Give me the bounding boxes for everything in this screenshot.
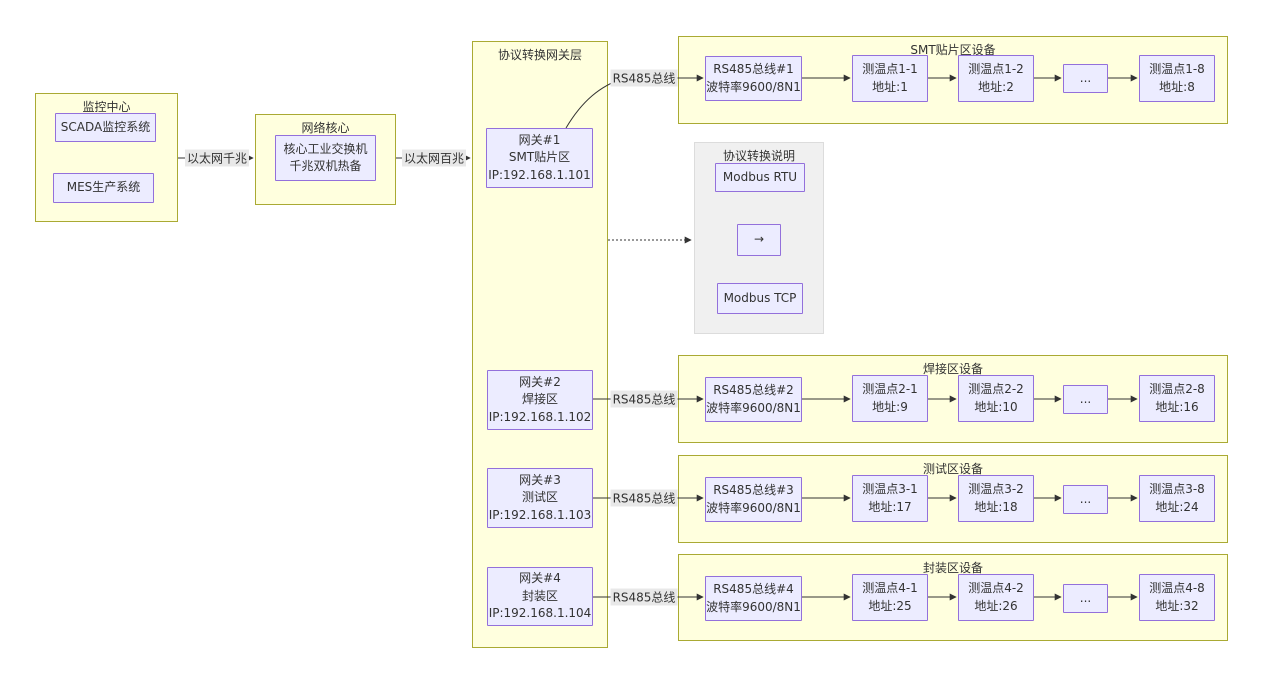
cluster-title: SMT贴片区设备 [910,43,996,57]
node-point-3-2: 测温点3-2 地址:18 [958,475,1034,522]
node-label: 焊接区 [521,392,558,407]
node-label: 波特率9600/8N1 [706,599,801,614]
node-label: 波特率9600/8N1 [706,400,801,415]
node-point-1-1: 测温点1-1 地址:1 [852,55,928,102]
node-bus-4: RS485总线#4 波特率9600/8N1 [705,576,802,621]
node-label: 地址:18 [974,499,1018,514]
node-point-2-1: 测温点2-1 地址:9 [852,375,928,422]
node-point-4-2: 测温点4-2 地址:26 [958,574,1034,621]
node-label: 测温点3-1 [862,482,918,497]
node-point-4-8: 测温点4-8 地址:32 [1139,574,1215,621]
node-conversion-arrow: → [737,224,781,256]
node-ellipsis-3: ... [1063,485,1108,514]
node-label: 地址:9 [872,399,908,414]
node-label: 波特率9600/8N1 [706,79,801,94]
node-label: SCADA监控系统 [60,119,151,134]
node-point-4-1: 测温点4-1 地址:25 [852,574,928,621]
node-label: 地址:26 [974,598,1018,613]
node-label: 地址:16 [1155,399,1199,414]
node-gateway-1: 网关#1 SMT贴片区 IP:192.168.1.101 [486,128,593,188]
node-label: 测温点1-2 [968,62,1024,77]
node-label: RS485总线#4 [713,582,794,597]
node-label: MES生产系统 [66,180,141,195]
node-label: RS485总线#3 [713,483,794,498]
edge-label-ethernet-fast: 以太网百兆 [401,149,467,167]
node-label: ... [1079,391,1092,406]
node-label: 测温点3-8 [1149,482,1205,497]
node-mes: MES生产系统 [53,173,154,203]
node-label: 核心工业交换机 [283,141,368,156]
node-label: Modbus TCP [723,290,797,305]
node-modbus-rtu: Modbus RTU [715,163,805,192]
node-gateway-2: 网关#2 焊接区 IP:192.168.1.102 [487,370,593,430]
node-label: 地址:8 [1159,79,1195,94]
node-label: 测温点3-2 [968,482,1024,497]
node-gateway-4: 网关#4 封装区 IP:192.168.1.104 [487,567,593,626]
node-label: Modbus RTU [722,169,798,184]
node-point-2-2: 测温点2-2 地址:10 [958,375,1034,422]
node-label: RS485总线#2 [713,383,794,398]
node-bus-1: RS485总线#1 波特率9600/8N1 [705,56,802,101]
node-label: 地址:24 [1155,499,1199,514]
node-label: 地址:25 [868,598,912,613]
edge-label-rs485-4: RS485总线 [610,588,678,606]
node-label: 测温点2-2 [968,382,1024,397]
node-label: IP:192.168.1.102 [488,409,592,424]
node-label: 测温点4-2 [968,581,1024,596]
node-point-3-8: 测温点3-8 地址:24 [1139,475,1215,522]
node-point-2-8: 测温点2-8 地址:16 [1139,375,1215,422]
node-core-switch: 核心工业交换机 千兆双机热备 [275,135,376,181]
node-label: IP:192.168.1.103 [488,507,592,522]
node-label: 地址:32 [1155,598,1199,613]
node-label: SMT贴片区 [508,150,571,165]
edge-label-rs485-3: RS485总线 [610,489,678,507]
edge-label-ethernet-gigabit: 以太网千兆 [184,149,250,167]
node-point-3-1: 测温点3-1 地址:17 [852,475,928,522]
node-label: 地址:2 [978,79,1014,94]
node-ellipsis-4: ... [1063,584,1108,613]
cluster-title: 网络核心 [301,121,350,135]
cluster-title: 协议转换网关层 [497,48,582,62]
cluster-title: 封装区设备 [922,561,983,575]
node-scada: SCADA监控系统 [55,113,156,142]
node-label: 网关#3 [519,472,561,487]
cluster-title: 焊接区设备 [922,362,983,376]
node-label: 测试区 [521,490,558,505]
node-bus-2: RS485总线#2 波特率9600/8N1 [705,377,802,422]
node-label: 测温点4-8 [1149,581,1205,596]
node-label: ... [1079,590,1092,605]
node-point-1-8: 测温点1-8 地址:8 [1139,55,1215,102]
node-label: 网关#1 [518,132,561,147]
node-label: 网关#4 [519,571,561,586]
node-label: IP:192.168.1.104 [488,606,592,621]
node-label: RS485总线#1 [713,62,794,77]
node-label: 测温点2-1 [862,382,918,397]
node-label: 千兆双机热备 [289,159,362,173]
node-label: 波特率9600/8N1 [706,500,801,515]
node-label: 测温点2-8 [1149,382,1205,397]
cluster-title: 监控中心 [82,100,131,114]
node-label: 测温点4-1 [862,581,918,596]
node-bus-3: RS485总线#3 波特率9600/8N1 [705,477,802,522]
node-label: 网关#2 [519,374,561,389]
node-ellipsis-2: ... [1063,385,1108,414]
node-gateway-3: 网关#3 测试区 IP:192.168.1.103 [487,468,593,528]
node-label: ... [1079,70,1092,85]
edge-label-rs485-1: RS485总线 [610,69,678,87]
cluster-title: 测试区设备 [922,462,983,476]
node-ellipsis-1: ... [1063,64,1108,93]
node-label: ... [1079,491,1092,506]
cluster-title: 协议转换说明 [722,149,795,163]
node-label: 地址:1 [872,79,908,94]
edge-label-rs485-2: RS485总线 [610,390,678,408]
arrow-glyph: → [753,232,765,247]
node-label: IP:192.168.1.101 [488,167,591,182]
node-label: 地址:10 [974,399,1018,414]
node-label: 测温点1-8 [1149,62,1205,77]
node-point-1-2: 测温点1-2 地址:2 [958,55,1034,102]
node-label: 地址:17 [868,499,912,514]
node-label: 封装区 [521,588,558,603]
node-modbus-tcp: Modbus TCP [717,283,803,314]
node-label: 测温点1-1 [862,62,918,77]
